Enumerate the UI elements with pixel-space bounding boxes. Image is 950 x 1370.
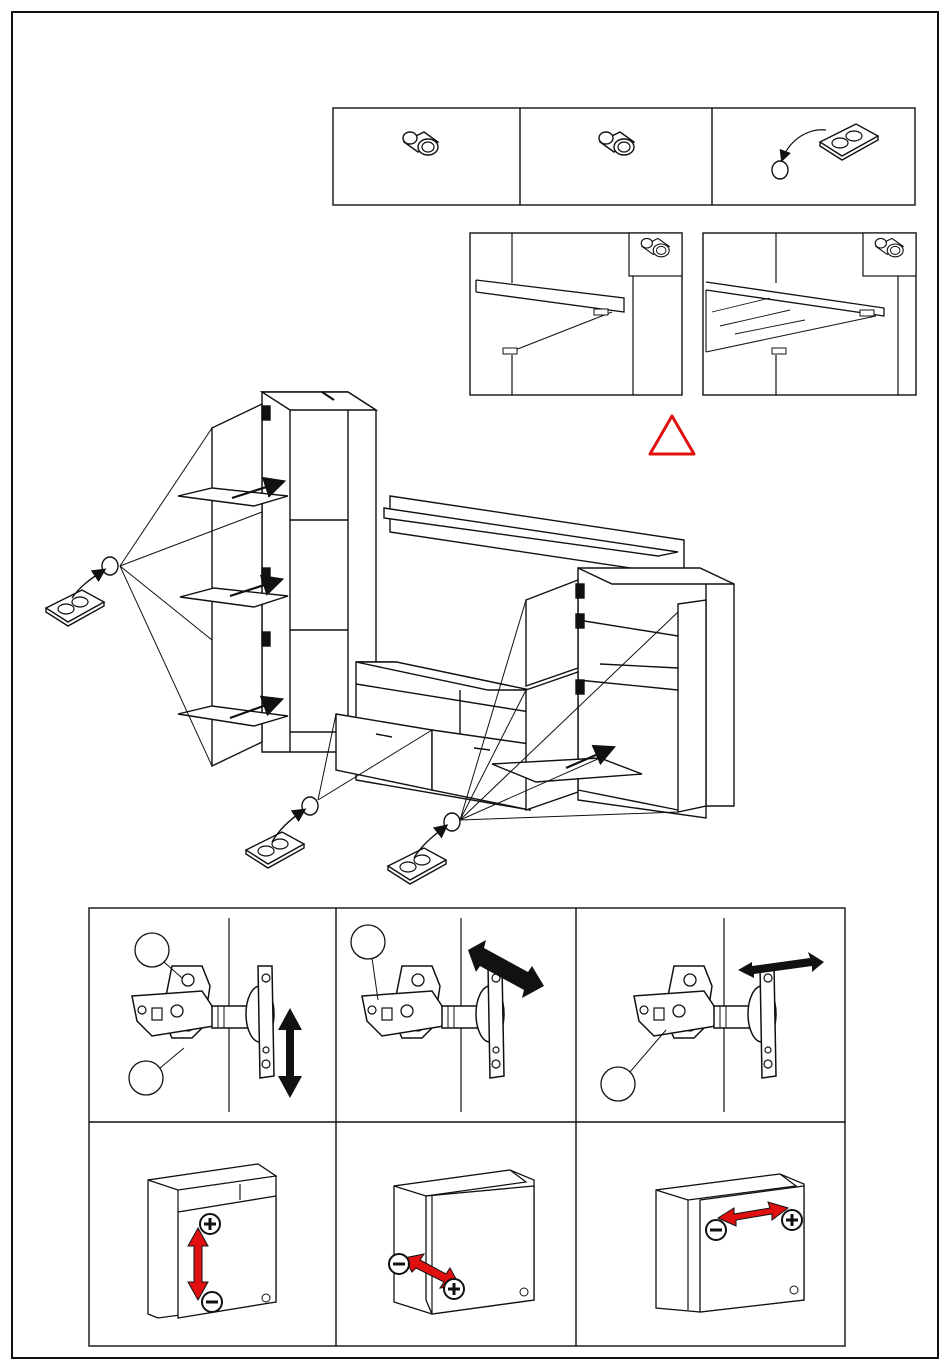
door-adjust-depth-icon bbox=[389, 1170, 534, 1314]
shelf-support-pin-icon bbox=[403, 132, 438, 155]
door-adjust-horizontal-icon bbox=[656, 1174, 804, 1312]
plus-badge bbox=[200, 1214, 220, 1234]
shelf-detail-wooden bbox=[470, 233, 682, 395]
minus-badge bbox=[202, 1292, 222, 1312]
minus-badge bbox=[706, 1220, 726, 1240]
minus-badge bbox=[389, 1254, 409, 1274]
hinge-icon bbox=[351, 918, 544, 1112]
glass-shelf-support-pin-icon bbox=[599, 132, 634, 155]
wall-unit-drawing bbox=[46, 392, 734, 884]
hinge-adjustment-grid bbox=[89, 908, 845, 1346]
plus-badge bbox=[782, 1210, 802, 1230]
self-adhesive-pad-icon bbox=[46, 590, 104, 626]
parts-table bbox=[333, 108, 915, 205]
plus-badge bbox=[444, 1279, 464, 1299]
self-adhesive-pad-icon bbox=[772, 124, 878, 179]
shelf-detail-glass bbox=[703, 233, 916, 395]
door-adjust-vertical-icon bbox=[148, 1164, 276, 1318]
warning-triangle-icon bbox=[650, 416, 694, 454]
hinge-icon bbox=[129, 918, 302, 1112]
hinge-icon bbox=[601, 918, 824, 1112]
